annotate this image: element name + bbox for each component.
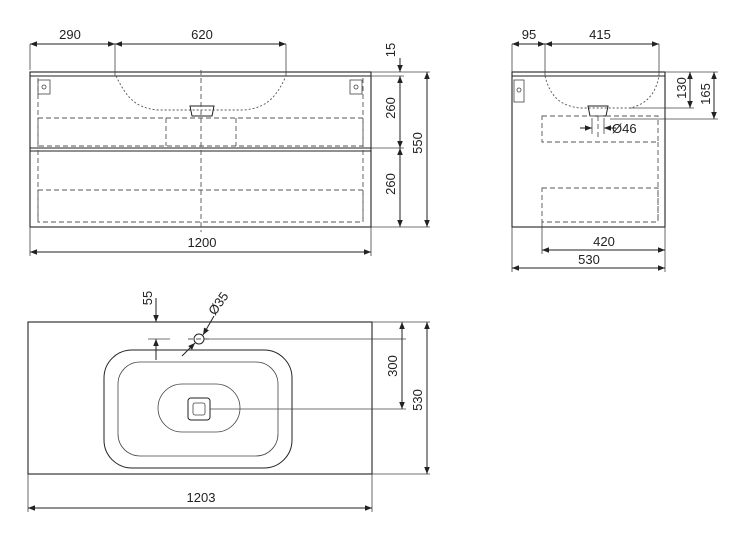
top-view: 55 Ø35 300 530 1203 (27, 289, 430, 512)
dim-front-total-height: 550 (410, 132, 425, 154)
side-lower-drawer (541, 187, 659, 223)
dim-front-top-thickness: 15 (383, 43, 398, 57)
side-view: 95 415 130 165 Ø46 420 530 (511, 27, 718, 272)
dim-side-drawer-depth: 420 (593, 234, 615, 249)
dim-side-total-depth: 530 (578, 252, 600, 267)
side-outline (511, 71, 666, 228)
dim-top-total-width: 1203 (187, 490, 216, 505)
left-bracket-icon (37, 79, 51, 95)
dim-front-lower-drawer: 260 (383, 173, 398, 195)
dim-side-basin-depth: 415 (589, 27, 611, 42)
dim-front-offset: 290 (59, 27, 81, 42)
basin-bowl (157, 383, 241, 433)
front-view: 290 620 15 260 260 550 1200 (29, 27, 430, 256)
cabinet-outline (29, 71, 372, 228)
right-bracket-icon (349, 79, 363, 95)
dim-top-tap-diameter: Ø35 (205, 289, 231, 318)
dim-front-upper-drawer: 260 (383, 97, 398, 119)
dim-side-basin-height: 130 (674, 77, 689, 99)
dim-top-total-depth: 530 (410, 389, 425, 411)
side-basin-profile (544, 75, 660, 109)
dim-front-total-width: 1200 (188, 235, 217, 250)
dim-top-tap-offset: 55 (140, 291, 155, 305)
drain-fitting (189, 105, 215, 117)
dim-top-basin-center: 300 (385, 355, 400, 377)
dim-side-drain-diameter: Ø46 (612, 121, 637, 136)
dim-front-basin-width: 620 (191, 27, 213, 42)
dim-side-top-height: 165 (698, 83, 713, 105)
side-upper-drawer (541, 115, 659, 143)
dim-side-offset: 95 (522, 27, 536, 42)
side-bracket-icon (513, 79, 525, 103)
upper-drawer-box (37, 117, 364, 147)
